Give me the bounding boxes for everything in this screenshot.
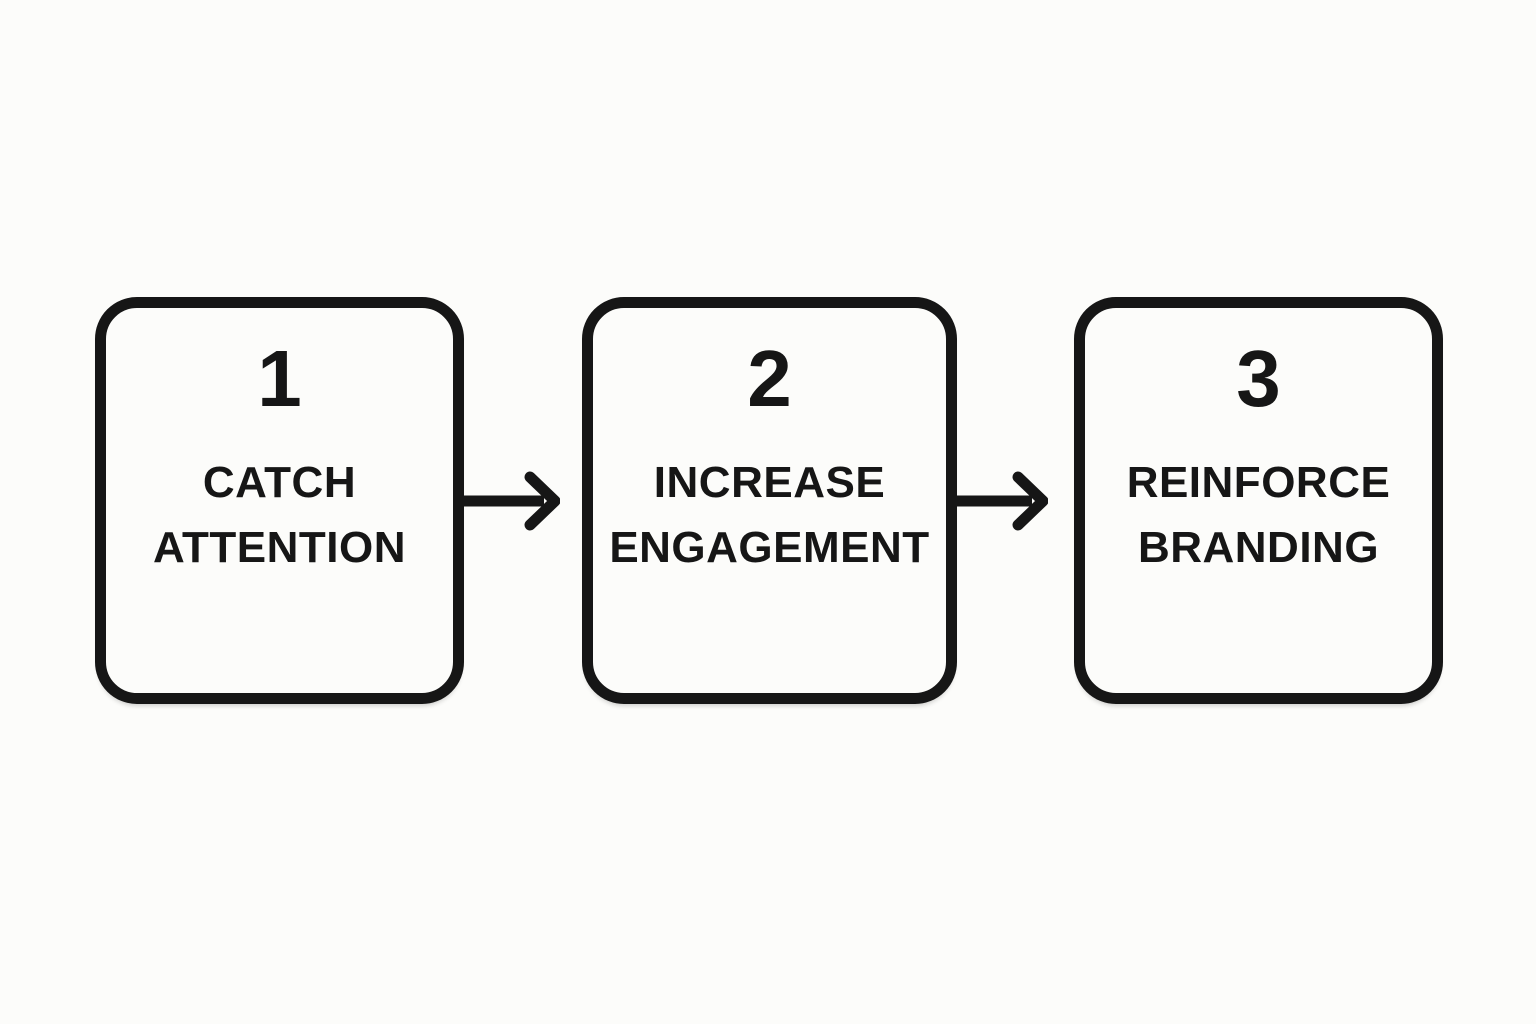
step-number: 2 [747,334,792,423]
step-number: 3 [1236,334,1281,423]
step-box-1: 1 CATCH ATTENTION [95,297,464,704]
arrow-right-icon [464,471,560,531]
step-box-3: 3 REINFORCE BRANDING [1074,297,1443,704]
step-label-line-1: CATCH [202,458,357,507]
arrow-right-icon [952,471,1048,531]
step-label-line-2: BRANDING [1137,523,1380,572]
step-number: 1 [257,334,302,423]
step-label-line-2: ATTENTION [153,523,406,572]
step-label: CATCH ATTENTION [153,450,406,580]
step-label-line-2: ENGAGEMENT [609,523,930,572]
step-label-line-1: INCREASE [653,458,886,507]
step-label: REINFORCE BRANDING [1127,450,1391,580]
step-box-2: 2 INCREASE ENGAGEMENT [582,297,957,704]
arrow-right-icon [464,471,560,531]
step-label: INCREASE ENGAGEMENT [609,450,929,580]
arrow-right-icon [952,471,1048,531]
step-label-line-1: REINFORCE [1126,458,1391,507]
